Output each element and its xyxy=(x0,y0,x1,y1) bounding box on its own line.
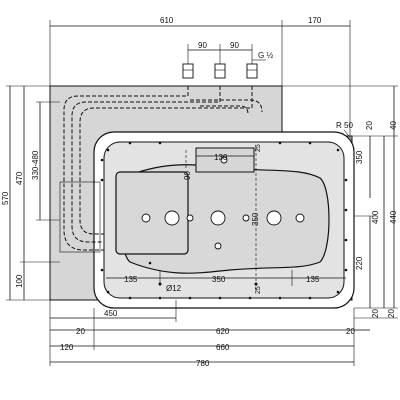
hole-icon xyxy=(266,210,282,226)
dim-170: 170 xyxy=(308,16,322,25)
dim-90-a: 90 xyxy=(198,41,207,50)
dim-450: 450 xyxy=(104,309,118,318)
dim-470: 470 xyxy=(15,171,24,185)
dim-20-bottom-right: 20 xyxy=(346,327,355,336)
hole-icon xyxy=(214,242,222,250)
hole-icon xyxy=(210,210,226,226)
dim-350-row: 350 xyxy=(212,275,226,284)
dim-25-top: 25 xyxy=(255,144,262,152)
dim-100: 100 xyxy=(15,274,24,288)
dim-130: 130 xyxy=(214,153,228,162)
dim-135-right: 135 xyxy=(306,275,320,284)
dim-40: 40 xyxy=(389,121,398,130)
valve-3-icon xyxy=(246,63,258,79)
dashed-pipes xyxy=(63,86,263,251)
dimension-labels: 610 170 90 90 G ½ 570 470 330-480 100 R … xyxy=(1,16,398,368)
dim-400: 400 xyxy=(371,210,380,224)
hole-icon xyxy=(164,210,180,226)
hole-icon xyxy=(220,156,228,164)
dim-330-480: 330-480 xyxy=(31,150,40,180)
hole-icon xyxy=(295,213,305,223)
dim-90-b: 90 xyxy=(230,41,239,50)
dim-20-bottom-2: 20 xyxy=(387,309,396,318)
dim-570: 570 xyxy=(1,191,10,205)
valve-2-icon xyxy=(214,63,226,79)
basin-holes xyxy=(141,156,305,250)
dim-350-center: 350 xyxy=(251,212,260,226)
pipe-box xyxy=(59,181,101,253)
dim-780: 780 xyxy=(196,359,210,368)
dim-440: 440 xyxy=(389,210,398,224)
dim-220: 220 xyxy=(355,256,364,270)
hole-icon xyxy=(186,214,194,222)
dim-20-bottom: 20 xyxy=(371,309,380,318)
dim-thread: G ½ xyxy=(258,51,273,60)
dim-620: 620 xyxy=(216,327,230,336)
dim-r50: R 50 xyxy=(336,121,353,130)
dim-25-bottom: 25 xyxy=(255,286,262,294)
rim-screws xyxy=(100,141,348,300)
hole-icon xyxy=(242,214,250,222)
dim-drain: Ø12 xyxy=(166,284,182,293)
dim-350-right: 350 xyxy=(355,150,364,164)
dim-90-vertical: 90 xyxy=(183,171,192,180)
dim-610: 610 xyxy=(160,16,174,25)
valve-1-icon xyxy=(182,63,194,79)
dimension-lines xyxy=(6,20,398,366)
hole-icon xyxy=(141,213,151,223)
dim-135-left: 135 xyxy=(124,275,138,284)
dim-20-bottom-left: 20 xyxy=(76,327,85,336)
left-recess xyxy=(115,171,189,255)
valve-fittings xyxy=(182,63,258,79)
dim-660: 660 xyxy=(216,343,230,352)
dim-20-top: 20 xyxy=(365,121,374,130)
dim-120: 120 xyxy=(60,343,74,352)
